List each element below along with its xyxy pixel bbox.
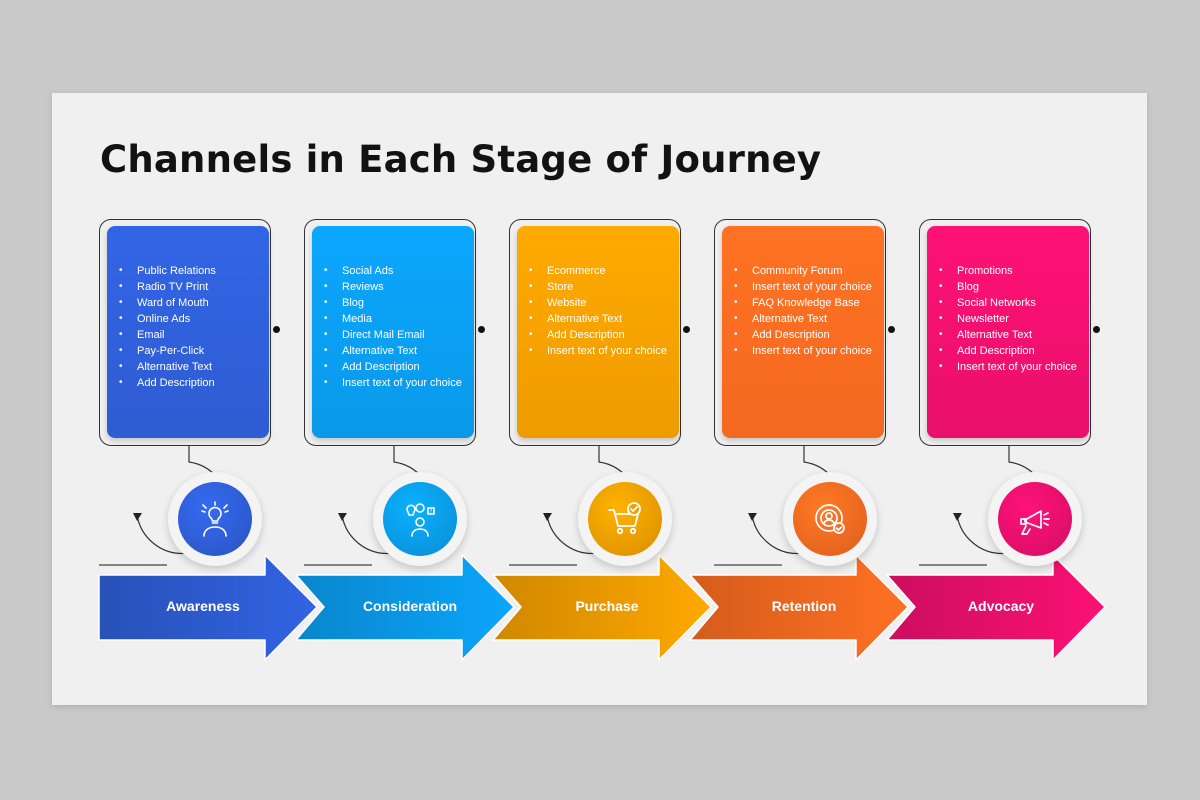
channel-item: Ecommerce <box>527 263 679 279</box>
stage-arrow-advocacy <box>886 554 1106 661</box>
channel-item: Website <box>527 295 679 311</box>
channel-item: Alternative Text <box>937 327 1089 343</box>
channel-item: Alternative Text <box>732 311 884 327</box>
channel-item: Alternative Text <box>117 359 269 375</box>
icon-badge-consideration: ? <box>373 472 467 566</box>
channel-item: Public Relations <box>117 263 269 279</box>
channel-list: PromotionsBlogSocial NetworksNewsletterA… <box>937 263 1089 375</box>
card-outline-purchase <box>509 219 681 446</box>
channel-item: Add Description <box>732 327 884 343</box>
lightbulb-person-icon <box>178 482 252 556</box>
stage-label-purchase: Purchase <box>575 598 639 614</box>
channel-item: Insert text of your choice <box>937 359 1089 375</box>
channel-item: Insert text of your choice <box>732 279 884 295</box>
connector-arrowhead-retention <box>748 513 757 521</box>
channel-item: Ward of Mouth <box>117 295 269 311</box>
channel-item: Alternative Text <box>527 311 679 327</box>
channel-item: Add Description <box>937 343 1089 359</box>
stage-label-consideration: Consideration <box>362 598 458 614</box>
card-outline-awareness <box>99 219 271 446</box>
channel-item: Email <box>117 327 269 343</box>
channel-card-consideration: Social AdsReviewsBlogMediaDirect Mail Em… <box>312 226 474 438</box>
channel-card-awareness: Public RelationsRadio TV PrintWard of Mo… <box>107 226 269 438</box>
card-outline-retention <box>714 219 886 446</box>
connector-dot-retention <box>888 326 895 333</box>
connector-dot-purchase <box>683 326 690 333</box>
icon-badge-advocacy <box>988 472 1082 566</box>
connector-arrowhead-awareness <box>133 513 142 521</box>
stage-arrow-retention <box>689 554 909 661</box>
channel-item: Blog <box>937 279 1089 295</box>
connector-arrowhead-consideration <box>338 513 347 521</box>
icon-badge-awareness <box>168 472 262 566</box>
connector-arrowhead-purchase <box>543 513 552 521</box>
svg-text:?: ? <box>430 509 433 515</box>
channel-item: Social Ads <box>322 263 474 279</box>
channel-list: Community ForumInsert text of your choic… <box>732 263 884 359</box>
channel-item: Add Description <box>117 375 269 391</box>
stage-label-advocacy: Advocacy <box>967 598 1035 614</box>
channel-list: Social AdsReviewsBlogMediaDirect Mail Em… <box>322 263 474 391</box>
channel-item: Insert text of your choice <box>527 343 679 359</box>
connector-dot-consideration <box>478 326 485 333</box>
channel-item: Community Forum <box>732 263 884 279</box>
card-outline-advocacy <box>919 219 1091 446</box>
channel-item: Online Ads <box>117 311 269 327</box>
channel-item: Pay-Per-Click <box>117 343 269 359</box>
thinking-person-icon: ? <box>383 482 457 556</box>
channel-item: Social Networks <box>937 295 1089 311</box>
channel-card-purchase: EcommerceStoreWebsiteAlternative TextAdd… <box>517 226 679 438</box>
channel-item: Newsletter <box>937 311 1089 327</box>
stage-label-awareness: Awareness <box>166 598 240 614</box>
channel-card-advocacy: PromotionsBlogSocial NetworksNewsletterA… <box>927 226 1089 438</box>
icon-badge-purchase <box>578 472 672 566</box>
channel-item: Media <box>322 311 474 327</box>
channel-item: FAQ Knowledge Base <box>732 295 884 311</box>
channel-item: Direct Mail Email <box>322 327 474 343</box>
connector-dot-advocacy <box>1093 326 1100 333</box>
channel-item: Insert text of your choice <box>732 343 884 359</box>
channel-item: Insert text of your choice <box>322 375 474 391</box>
target-check-icon <box>793 482 867 556</box>
card-outline-consideration <box>304 219 476 446</box>
stage-arrow-awareness <box>98 554 318 661</box>
channel-item: Store <box>527 279 679 295</box>
channel-item: Add Description <box>322 359 474 375</box>
channel-item: Reviews <box>322 279 474 295</box>
page-title: Channels in Each Stage of Journey <box>100 138 822 181</box>
channel-item: Add Description <box>527 327 679 343</box>
megaphone-hand-icon <box>998 482 1072 556</box>
channel-item: Blog <box>322 295 474 311</box>
channel-item: Alternative Text <box>322 343 474 359</box>
channel-list: Public RelationsRadio TV PrintWard of Mo… <box>117 263 269 391</box>
connector-arrowhead-advocacy <box>953 513 962 521</box>
stage-label-retention: Retention <box>771 598 837 614</box>
shopping-cart-check-icon <box>588 482 662 556</box>
channel-list: EcommerceStoreWebsiteAlternative TextAdd… <box>527 263 679 359</box>
icon-badge-retention <box>783 472 877 566</box>
connector-dot-awareness <box>273 326 280 333</box>
channel-item: Radio TV Print <box>117 279 269 295</box>
channel-item: Promotions <box>937 263 1089 279</box>
stage-arrow-consideration <box>295 554 515 661</box>
channel-card-retention: Community ForumInsert text of your choic… <box>722 226 884 438</box>
stage-arrow-purchase <box>492 554 712 661</box>
